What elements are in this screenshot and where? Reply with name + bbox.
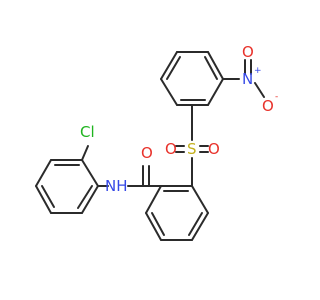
atom-nh: NH <box>105 177 128 195</box>
atom-chlorine: Cl <box>80 123 95 141</box>
ring-benzamide <box>145 185 209 241</box>
oxygen-charge: - <box>275 92 278 102</box>
molecule-structure: Cl O NH S O O N + O - O <box>35 43 278 241</box>
bond-c-cl <box>81 145 89 161</box>
atom-nitrogen-nitro: N <box>242 70 253 88</box>
atom-oxygen-sulfonyl-right: O <box>208 140 220 158</box>
atom-oxygen-carbonyl: O <box>141 144 153 162</box>
molecule-canvas: Cl O NH S O O N + O - O <box>35 43 278 241</box>
atom-oxygen-nitro-double: O <box>242 43 254 61</box>
bond-n-o-single <box>254 82 265 98</box>
atom-sulfur: S <box>187 140 197 158</box>
ring-nitrophenyl <box>160 51 224 106</box>
ring-chlorophenyl <box>35 159 99 214</box>
atom-oxygen-nitro-single: O <box>262 97 274 115</box>
atom-oxygen-sulfonyl-left: O <box>165 140 177 158</box>
nitrogen-charge: + <box>254 66 262 76</box>
